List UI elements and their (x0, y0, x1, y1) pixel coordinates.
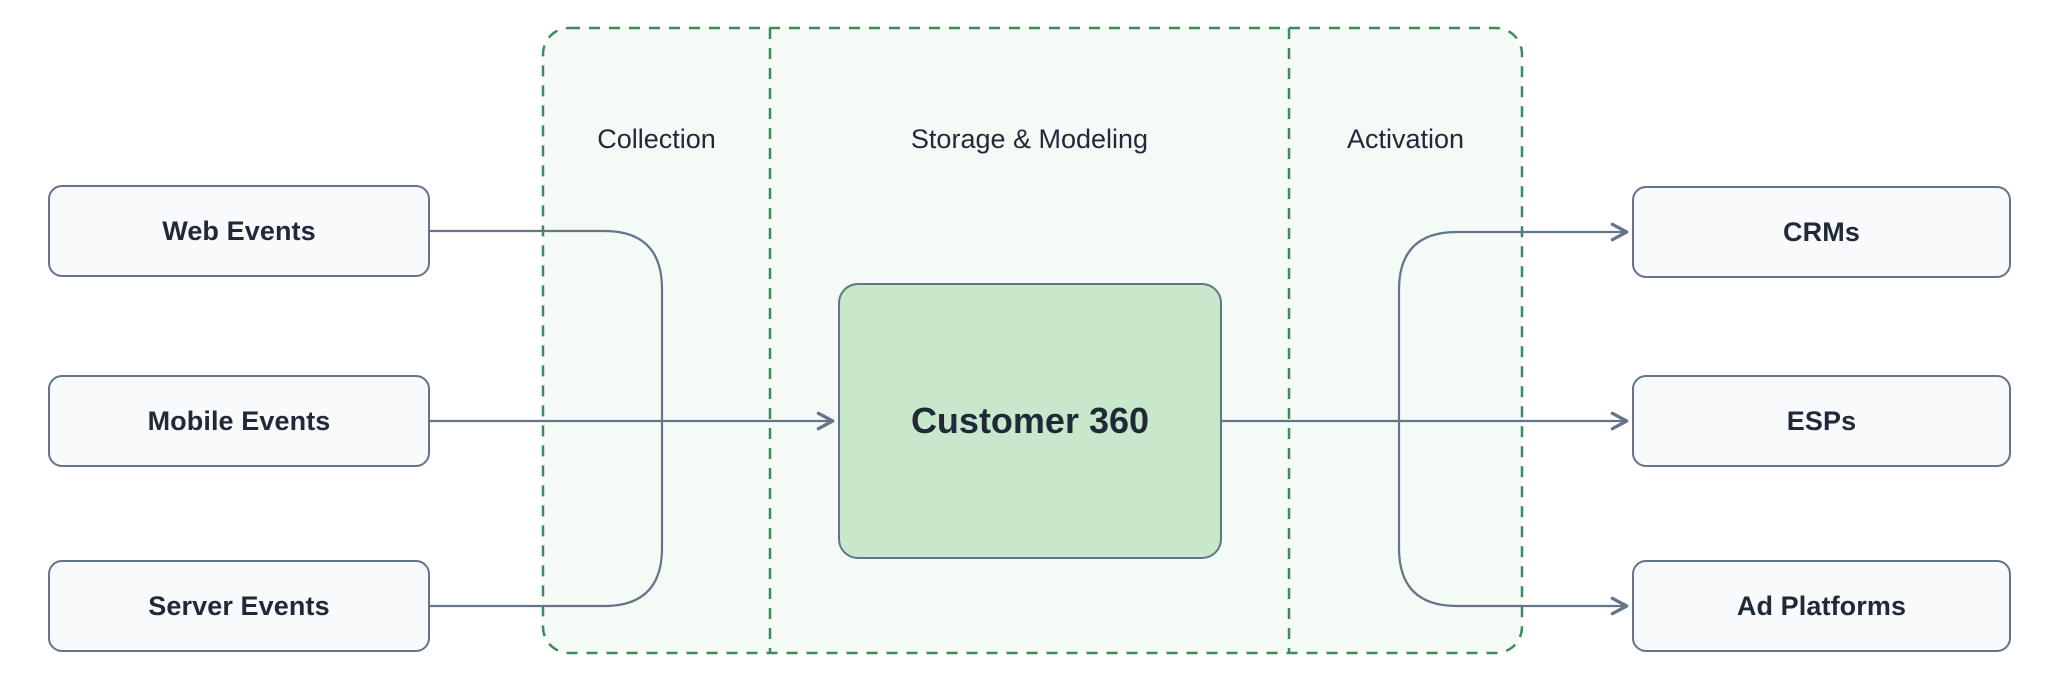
node-label: Customer 360 (910, 400, 1150, 441)
node-server-events[interactable]: Server Events (48, 560, 430, 652)
stage-label-text: Activation (1346, 124, 1465, 154)
node-mobile-events[interactable]: Mobile Events (48, 375, 430, 467)
node-label: Mobile Events (147, 405, 331, 436)
stage-label-storage: Storage & Modeling (770, 124, 1289, 155)
node-crms[interactable]: CRMs (1632, 186, 2011, 278)
node-label: ESPs (1786, 405, 1857, 436)
edge-server-events-to-customer-360 (428, 419, 664, 608)
stage-label-text: Collection (597, 124, 716, 154)
node-label: CRMs (1783, 216, 1860, 247)
edge-web-events-to-customer-360 (428, 229, 664, 423)
stage-label-text: Storage & Modeling (910, 124, 1149, 154)
edge-customer-360-to-ad-platforms (1397, 419, 1629, 616)
stage-label-activation: Activation (1289, 124, 1522, 155)
node-web-events[interactable]: Web Events (48, 185, 430, 277)
node-label: Server Events (148, 590, 330, 621)
node-ad-platforms[interactable]: Ad Platforms (1632, 560, 2011, 652)
stage-label-collection: Collection (543, 124, 770, 155)
node-esps[interactable]: ESPs (1632, 375, 2011, 467)
node-customer-360[interactable]: Customer 360 (838, 283, 1222, 559)
edge-customer-360-to-crms (1397, 222, 1629, 423)
node-label: Ad Platforms (1736, 590, 1907, 621)
node-label: Web Events (162, 215, 316, 246)
